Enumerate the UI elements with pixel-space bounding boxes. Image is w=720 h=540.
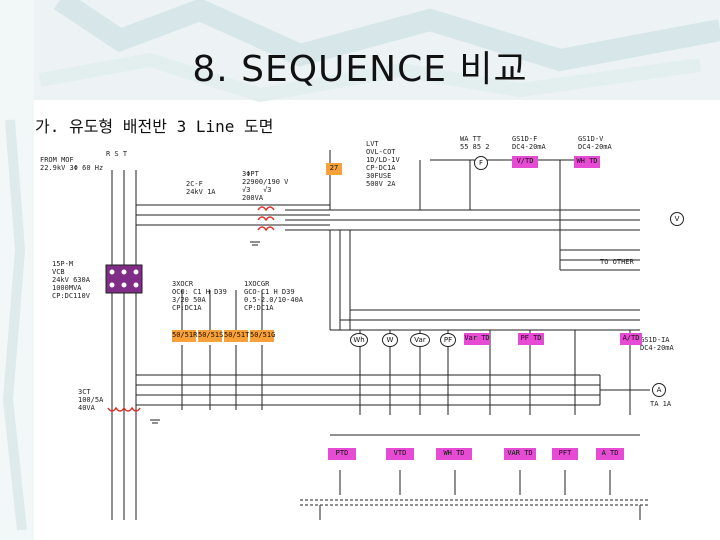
vcb-label: 15P-M VCB 24kV 630A 1000MVA CP:DC110V (52, 260, 90, 300)
relay-50-51s: 50/51S (198, 330, 223, 342)
relay-50-51t: 50/51T (224, 330, 249, 342)
bottom-box-vartd: VAR TD (504, 448, 536, 460)
wh-meter: Wh (350, 333, 368, 347)
phase-labels: R S T (106, 150, 128, 158)
from-mof-label: FROM MOF 22.9kV 3Φ 60 Hz (40, 156, 104, 172)
pf-meter: PF (440, 333, 456, 347)
relay-50-51g: 50/51G (250, 330, 275, 342)
transducer-var: Var TD (464, 333, 490, 345)
ocgr-label: 1XOCGR GCO-C1 H D39 0.5-2.0/10-40A CP:DC… (244, 280, 304, 312)
bottom-box-ptd: PTD (328, 448, 356, 460)
gs-ia-label: GS1D-IA DC4-20mA (640, 336, 674, 352)
v-meter-icon: V (670, 212, 684, 226)
lvt-label: LVT OVL-COT 1D/LD-1V CP-DC1A 30FUSE 500V… (366, 140, 400, 188)
transducer-wh: WH TD (574, 156, 600, 168)
page-subtitle: 가. 유도형 배전반 3 Line 도면 (35, 117, 274, 136)
ocr-label: 3XOCR OCO: C1 H D39 3/20 50A CP:DC1A (172, 280, 227, 312)
transducer-v: V/TD (512, 156, 538, 168)
gs2-label: GS1D-V DC4-20mA (578, 135, 612, 151)
relay-27: 27 (326, 163, 342, 175)
a-meter: A (652, 383, 666, 397)
to-other-label: TO OTHER (600, 258, 634, 266)
relay-50-51r: 50/51R (172, 330, 197, 342)
vcb-breaker (105, 264, 143, 294)
transducer-a: A/TD (620, 333, 642, 345)
ds-label: 2C-F 24kV 1A (186, 180, 216, 196)
bottom-box-whtd: WH TD (436, 448, 472, 460)
gs1-label: GS1D-F DC4-20mA (512, 135, 546, 151)
page-title: 8. SEQUENCE 비교 (192, 49, 528, 90)
pt-label: 3ΦPT 22900/190 V √3 √3 200VA (242, 170, 289, 202)
ct-label: 3CT 100/5A 40VA (78, 388, 104, 412)
wath-label: WA TT 55 85 2 (460, 135, 490, 151)
bottom-box-vtd: VTD (386, 448, 414, 460)
f-meter-icon: F (474, 156, 488, 170)
bottom-box-atd: A TD (596, 448, 624, 460)
w-meter: W (382, 333, 398, 347)
var-meter: Var (410, 333, 430, 347)
bottom-box-pft: PFT (552, 448, 578, 460)
transducer-pf: PF TD (518, 333, 544, 345)
ta-label: TA 1A (650, 400, 672, 408)
